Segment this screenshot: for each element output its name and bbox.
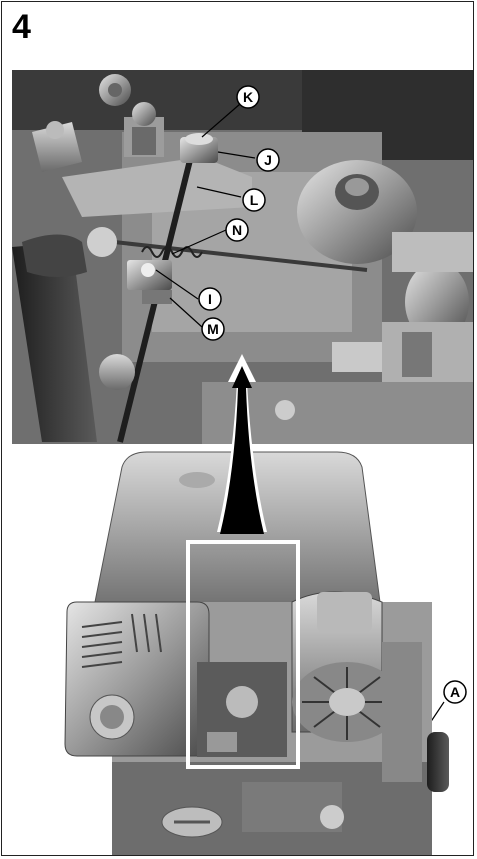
detail-view: [12, 70, 473, 444]
hose-left: [12, 242, 97, 442]
bracket: [62, 157, 252, 217]
nut-left: [32, 122, 82, 172]
callout-i: I: [198, 287, 222, 311]
callout-l: L: [242, 188, 266, 212]
svg-text:J: J: [264, 152, 272, 168]
carburetor-overview: [197, 662, 287, 757]
fuel-tank: [91, 451, 383, 618]
svg-text:N: N: [232, 222, 242, 238]
svg-text:K: K: [243, 89, 253, 105]
callout-j: J: [256, 148, 280, 172]
direction-arrow: [220, 366, 264, 534]
highlight-box: [186, 540, 300, 769]
svg-text:M: M: [207, 321, 219, 337]
svg-text:I: I: [208, 291, 212, 307]
governor-spring: [141, 246, 203, 258]
carburetor-body: [297, 160, 417, 264]
svg-text:L: L: [250, 192, 259, 208]
step-number: 4: [12, 8, 31, 46]
callout-m: M: [201, 317, 225, 341]
callout-n: N: [225, 218, 249, 242]
callout-k: K: [236, 85, 260, 109]
callout-a: A: [443, 680, 467, 704]
clamp-bolt: [180, 137, 218, 163]
choke-knob: [427, 732, 449, 792]
throttle-rod: [113, 240, 368, 272]
svg-text:A: A: [450, 684, 460, 700]
